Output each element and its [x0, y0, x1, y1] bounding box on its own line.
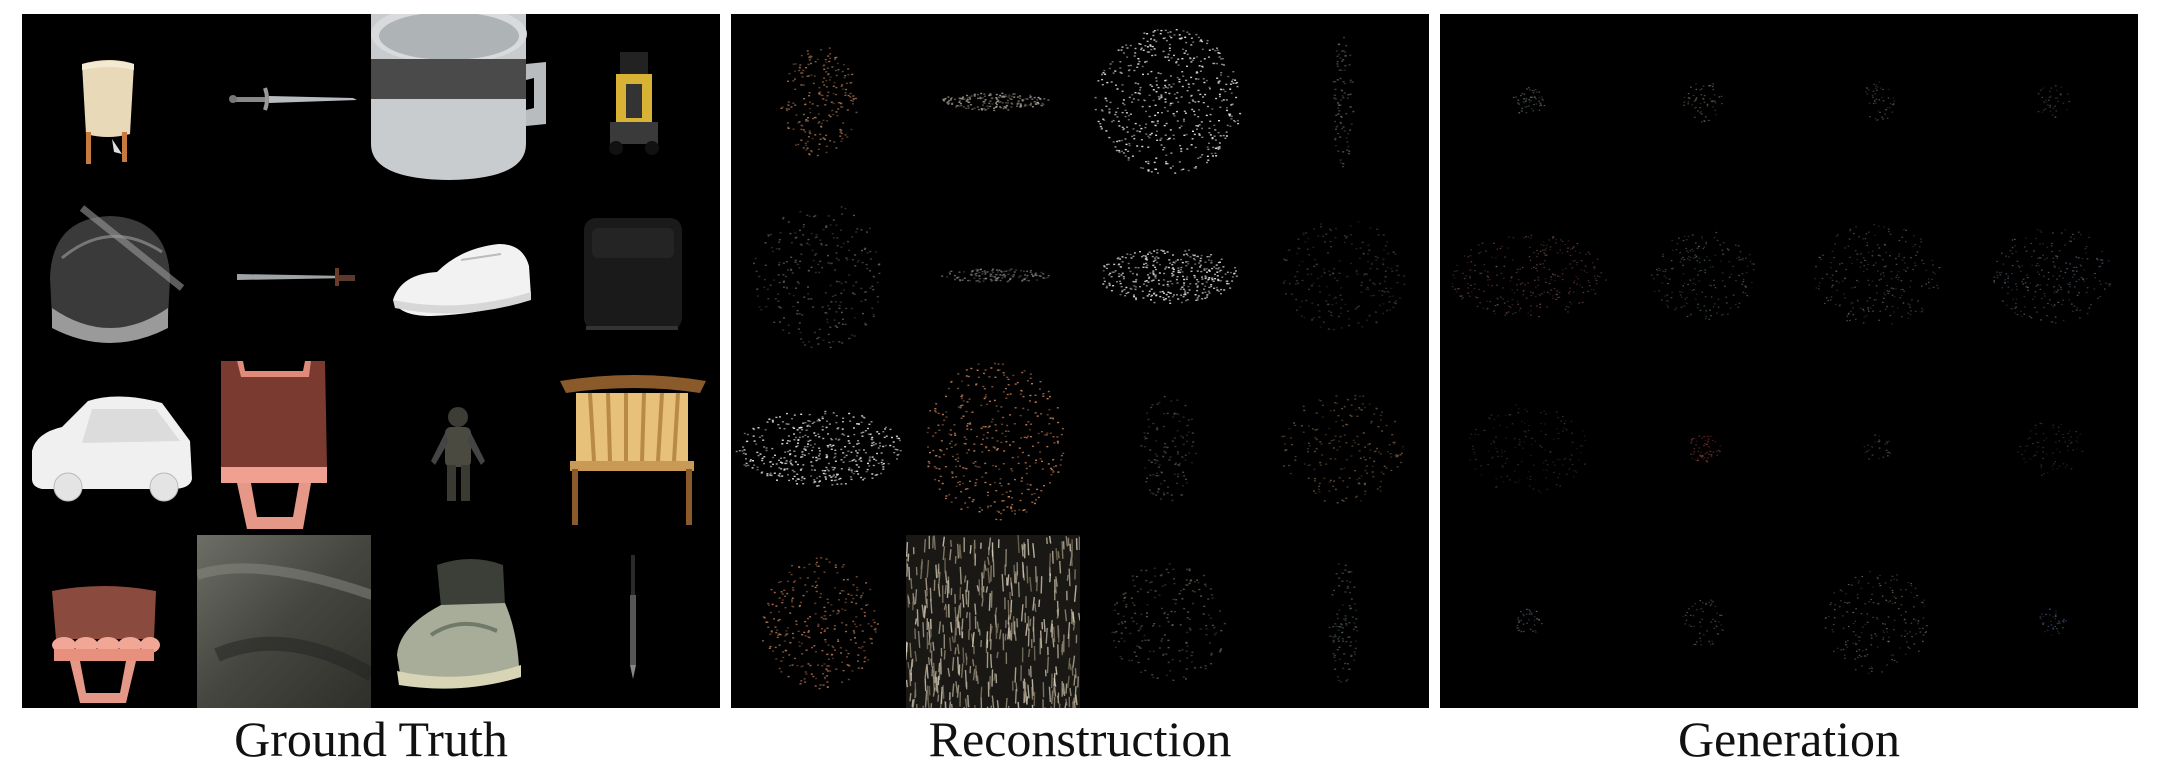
gt-mug — [371, 14, 546, 188]
gt-sword — [197, 14, 372, 188]
reconstruction-cell — [731, 188, 906, 362]
reconstruction-cell — [1080, 361, 1255, 535]
generation-cell — [1964, 188, 2139, 362]
generation-cell — [1789, 361, 1964, 535]
generation-cell — [1615, 535, 1790, 709]
generation-cell — [1789, 14, 1964, 188]
generation-panel — [1440, 14, 2138, 708]
generation-cell — [1964, 535, 2139, 709]
gt-white-sneaker — [371, 188, 546, 362]
generation-cell — [1615, 14, 1790, 188]
reconstruction-cell — [731, 535, 906, 709]
gt-gray-leather-texture — [196, 534, 371, 708]
generation-cell — [1615, 361, 1790, 535]
ground-truth-panel — [22, 14, 720, 708]
generation-cell — [1789, 535, 1964, 709]
gt-yellow-robot-vehicle — [546, 14, 721, 188]
generation-cell — [1615, 188, 1790, 362]
reconstruction-panel — [731, 14, 1429, 708]
reconstruction-cell — [1255, 14, 1430, 188]
reconstruction-cell — [906, 188, 1081, 362]
gt-pink-chair — [22, 535, 197, 709]
reconstruction-cell — [906, 14, 1081, 188]
generation-cell — [1789, 188, 1964, 362]
generation-cell — [1964, 14, 2139, 188]
ground-truth-caption: Ground Truth — [234, 711, 508, 767]
gt-black-backpack — [546, 188, 721, 362]
gt-armored-figure — [371, 361, 546, 535]
gt-cloth-draped-stool — [22, 14, 197, 188]
gt-long-sword — [197, 188, 372, 362]
generation-cell — [1440, 188, 1615, 362]
gt-pink-chair-cutaway — [197, 361, 372, 535]
reconstruction-cell — [1080, 14, 1255, 188]
reconstruction-cell — [1080, 535, 1255, 709]
gt-dark-helmet — [22, 188, 197, 362]
gt-hiking-boot — [371, 535, 546, 709]
gt-wooden-chair — [546, 361, 721, 535]
reconstruction-cell — [905, 534, 1080, 708]
reconstruction-cell — [1255, 361, 1430, 535]
gt-white-car — [22, 361, 197, 535]
gt-pen — [546, 535, 721, 709]
reconstruction-caption: Reconstruction — [928, 711, 1232, 767]
reconstruction-cell — [731, 14, 906, 188]
generation-cell — [1964, 361, 2139, 535]
reconstruction-cell — [906, 361, 1081, 535]
reconstruction-cell — [1080, 188, 1255, 362]
reconstruction-cell — [731, 361, 906, 535]
generation-cell — [1440, 535, 1615, 709]
generation-cell — [1440, 361, 1615, 535]
reconstruction-cell — [1255, 535, 1430, 709]
generation-cell — [1440, 14, 1615, 188]
generation-caption: Generation — [1677, 711, 1901, 767]
reconstruction-cell — [1255, 188, 1430, 362]
